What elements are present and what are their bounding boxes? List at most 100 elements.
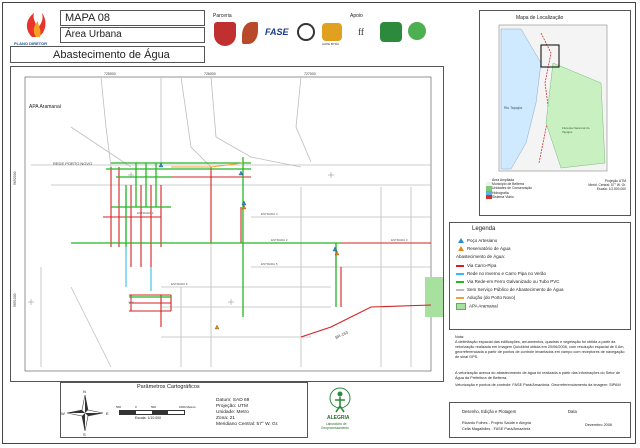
param-unit: Unidade: Metro — [216, 410, 249, 415]
lab-name: ALEGRIA — [327, 415, 350, 421]
scale-tick: 500 — [151, 405, 157, 409]
parceria-label: Parceria — [213, 13, 232, 19]
coord-top-1: 726000 — [204, 72, 216, 76]
legend-item-0: Via Carro-Pipa — [456, 263, 496, 268]
scale-tick: 0 — [135, 405, 137, 409]
area-symbol-icon — [456, 303, 466, 310]
map-number-box: MAPA 08 — [60, 10, 205, 26]
legend-item-4: Adução (do Porto Novo) — [456, 295, 515, 300]
line-symbol-icon — [456, 265, 464, 267]
legend-item-5: APA Aramanaí — [456, 303, 498, 310]
line-symbol-icon — [456, 273, 464, 275]
map-canvas: 725000 726000 727000 9692000 9691000 RED… — [11, 67, 443, 372]
map-subtitle: Área Urbana — [65, 29, 122, 40]
street-label: ESTRADA 2 — [271, 238, 288, 242]
street-label: ESTRADA 4 — [261, 212, 278, 216]
compass-s: S — [83, 432, 86, 437]
legend-label: Adução (do Porto Novo) — [467, 295, 516, 300]
line-symbol-icon — [456, 297, 464, 299]
location-lake-label: Rio Tapajós — [504, 106, 523, 110]
circle-logo-icon — [297, 23, 315, 41]
coord-top-2: 727000 — [304, 72, 316, 76]
street-label-porto-novo: REDE PORTO NOVO — [53, 161, 92, 166]
location-map-title: Mapa de Localização — [516, 15, 564, 21]
ff-logo: ff — [358, 27, 364, 37]
legend-label: Poço Artesiano — [467, 238, 498, 243]
reservoir-points — [214, 204, 340, 330]
location-legend-item: Unidades de Conservação — [486, 186, 532, 191]
nature-logo-icon — [322, 23, 342, 41]
compass-n: N — [83, 389, 86, 394]
credits-label-1: Desenho, Edição e Plotagem — [462, 409, 517, 414]
main-map: 725000 726000 727000 9692000 9691000 RED… — [10, 66, 444, 382]
location-projection-line: Escala: 1/2.500.000 — [596, 187, 626, 192]
legend-item-1: Rede no Inverno e Carro Pipa no Verão — [456, 271, 546, 276]
green-round-logo-icon — [408, 22, 426, 40]
title-box: Abastecimento de Água — [10, 46, 205, 63]
params-specs: Datum: SAD 69 Projeção: UTM Unidade: Met… — [216, 398, 278, 428]
leaf-logo-icon — [242, 22, 258, 44]
coord-left-0: 9692000 — [13, 171, 17, 185]
notes-paragraph-2: A vetorização acerca do abastecimento de… — [455, 371, 621, 380]
legend-label: APA Aramanaí — [469, 303, 498, 309]
apa-label: APA Aramanaí — [29, 104, 62, 110]
lab-box: ALEGRIA Laboratório de Geoprocessamento — [310, 382, 370, 438]
scale-tick: 500 — [116, 405, 122, 409]
fase-logo: FASE — [265, 27, 289, 37]
legend-item-2: Via Rede-em Ferro Galvanizado ou Tubo PV… — [456, 279, 559, 284]
location-legend-item: Sistema Viário — [486, 194, 532, 200]
street-label: ESTRADA 1 — [137, 211, 154, 215]
legend-reservoir: Reservatório de Água — [456, 246, 511, 252]
location-legend-item: Hidrografia — [486, 190, 532, 195]
location-area-label: Floresta Nacional do Tapajós — [562, 126, 590, 134]
line-symbol-icon — [456, 281, 464, 283]
location-legend: Área Ampliada Município de Belterra Unid… — [486, 178, 532, 200]
credits-label-2: Data — [568, 409, 577, 414]
credits-box: Desenho, Edição e Plotagem Data Ricardo … — [449, 402, 631, 438]
line-symbol-icon — [456, 289, 464, 291]
legend-label: Via Carro-Pipa — [467, 263, 497, 268]
notes-paragraph-1: A delimitação espacial das edificações, … — [455, 340, 625, 359]
lab-line3: Geoprocessamento — [321, 426, 349, 430]
location-legend-item: Área Ampliada — [492, 178, 515, 182]
location-projection-line: Merid. Central: 57° W. Gr. — [588, 183, 626, 188]
nature-logo-text: AUPE BTRA — [322, 42, 340, 46]
credits-names-2: Celia Magalhães - FASE Pará/Amazônia — [462, 427, 531, 431]
notes-paragraph-3: Vetorização e pontos de controle: FASE P… — [455, 383, 621, 387]
param-zone: Zona: 21 — [216, 416, 235, 421]
location-map-svg — [498, 24, 608, 172]
compass-w: W — [61, 411, 65, 416]
map-number: MAPA 08 — [65, 12, 111, 24]
green-logo-icon — [380, 22, 402, 42]
apoio-label: Apoio — [350, 13, 363, 19]
credits-names: Ricardo Folhes - Projeto Saúde e Alegria — [462, 421, 531, 425]
partner-logo-icon — [214, 22, 236, 46]
street-label: ESTRADA 6 — [171, 282, 188, 286]
legend-label: Rede no Inverno e Carro Pipa no Verão — [467, 271, 547, 276]
params-box: Parâmetros Cartográficos N S E W 500 0 5… — [60, 382, 308, 438]
notes-heading: Nota: — [455, 335, 465, 339]
brand-line1: PLANO DIRETOR — [14, 41, 48, 46]
lab-line2: Laboratório de — [326, 422, 347, 426]
well-icon — [458, 238, 464, 244]
coord-left-1: 9691000 — [13, 293, 17, 307]
street-label: ESTRADA 3 — [391, 238, 408, 242]
param-meridian: Meridiano Central: 57° W. Gr. — [216, 422, 279, 427]
location-projection: Projeção UTM Merid. Central: 57° W. Gr. … — [570, 179, 626, 192]
map-frame — [2, 2, 636, 444]
location-projection-line: Projeção UTM — [604, 179, 626, 183]
compass-e: E — [106, 411, 109, 416]
subtitle-box: Área Urbana — [60, 27, 205, 43]
location-map-box: Mapa de Localização Rio Tapajós Floresta… — [479, 10, 631, 216]
location-legend-item: Município de Belterra — [486, 182, 532, 187]
credits-date: Dezembro 2006 — [585, 423, 613, 427]
legend-label: Reservatório de Água — [467, 246, 511, 251]
notes-box: Nota: A delimitação espacial das edifica… — [449, 333, 631, 399]
legend-well: Poço Artesiano — [456, 238, 498, 244]
legend-label: Via Rede-em Ferro Galvanizado ou Tubo PV… — [467, 279, 560, 284]
reservoir-icon — [458, 246, 464, 252]
scale-bar — [119, 410, 185, 415]
lab-logo-icon — [329, 387, 351, 413]
legend-label: Sem Serviço Público de Abastecimento de … — [467, 287, 564, 292]
coord-top-0: 725000 — [104, 72, 116, 76]
